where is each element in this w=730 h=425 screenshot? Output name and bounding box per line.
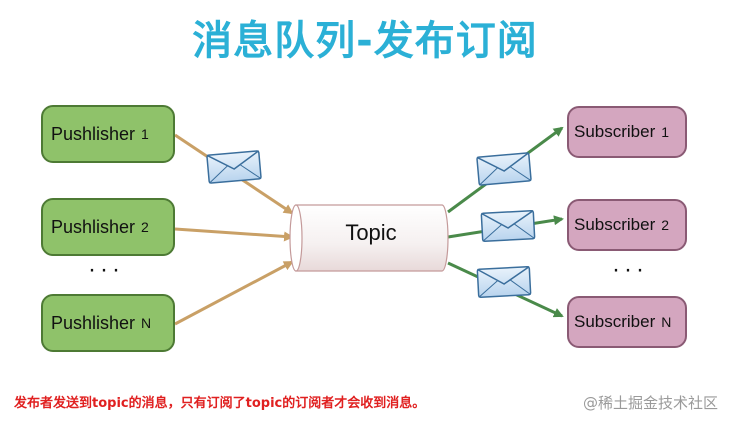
publisher-index: N — [141, 315, 152, 331]
subscriber-index: 1 — [661, 124, 670, 140]
publisher-n-arrow — [174, 260, 294, 326]
publisher-1-box: Pushlisher 1 — [41, 105, 175, 163]
diagram-title: 消息队列-发布订阅 — [192, 18, 538, 64]
publisher-n-box: Pushlisher N — [41, 294, 175, 352]
subscriber-n-box: Subscriber N — [567, 296, 687, 348]
publishers-ellipsis: ··· — [88, 256, 124, 283]
publisher-name: Pushlisher — [51, 123, 136, 144]
watermark-text: @稀土掘金技术社区 — [582, 394, 718, 412]
caption-text: 发布者发送到topic的消息，只有订阅了topic的订阅者才会收到消息。 — [14, 396, 426, 411]
publisher-index: 1 — [141, 126, 149, 142]
publisher-2-arrow — [174, 227, 294, 242]
topic-tube — [289, 204, 449, 272]
publisher-index: 2 — [141, 219, 149, 235]
envelope-icon — [480, 210, 536, 242]
envelope-icon — [476, 266, 532, 298]
envelope-icon — [206, 150, 262, 184]
publisher-name: Pushlisher — [51, 216, 136, 237]
publisher-name: Pushlisher — [51, 312, 136, 333]
subscriber-2-box: Subscriber 2 — [567, 199, 687, 251]
subscriber-index: N — [661, 314, 672, 330]
subscriber-index: 2 — [661, 217, 670, 233]
subscriber-name: Subscriber — [574, 122, 656, 141]
subscriber-1-box: Subscriber 1 — [567, 106, 687, 158]
subscriber-name: Subscriber — [574, 215, 656, 234]
subscriber-name: Subscriber — [574, 312, 656, 331]
publisher-2-box: Pushlisher 2 — [41, 198, 175, 256]
subscribers-ellipsis: ··· — [612, 256, 648, 283]
envelope-icon — [476, 152, 532, 186]
topic-label: Topic — [345, 220, 397, 245]
